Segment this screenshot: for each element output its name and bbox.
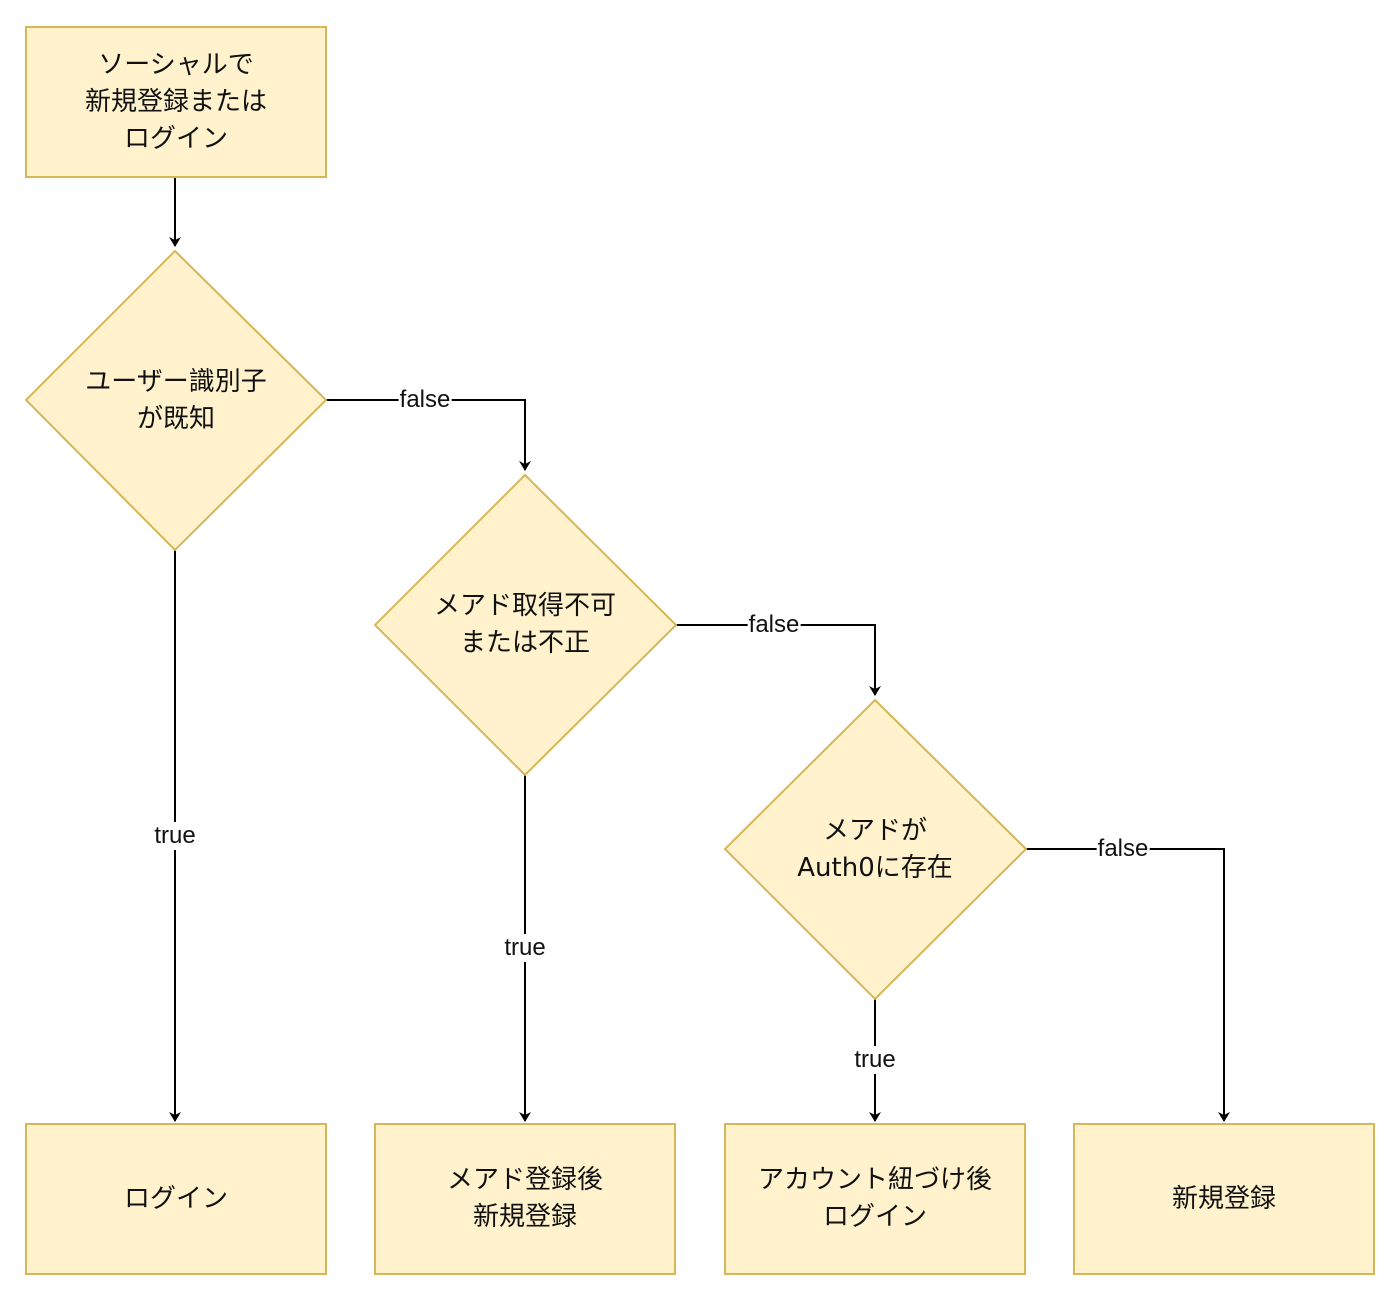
result-register-email-box[interactable]	[374, 1123, 676, 1275]
start-node-box[interactable]	[25, 26, 327, 178]
edge-user-known-false	[326, 399, 531, 471]
decision-email-exists-shape[interactable]	[723, 698, 1028, 1001]
edge-label-email-invalid-false: false	[747, 611, 801, 639]
decision-email-invalid-shape[interactable]	[373, 473, 678, 777]
result-new-register-box[interactable]	[1073, 1123, 1375, 1275]
edge-label-user-known-false: false	[398, 386, 452, 414]
result-login-box[interactable]	[25, 1123, 327, 1275]
decision-user-known-shape[interactable]	[24, 249, 328, 552]
edge-email-invalid-false	[676, 624, 881, 696]
edge-label-email-exists-false: false	[1096, 835, 1150, 863]
edge-label-user-known-true: true	[153, 822, 197, 850]
result-link-login-box[interactable]	[724, 1123, 1026, 1275]
edge-label-email-invalid-true: true	[503, 934, 547, 962]
edge-label-email-exists-true: true	[853, 1046, 897, 1074]
edge-email-exists-false	[1026, 848, 1230, 1122]
